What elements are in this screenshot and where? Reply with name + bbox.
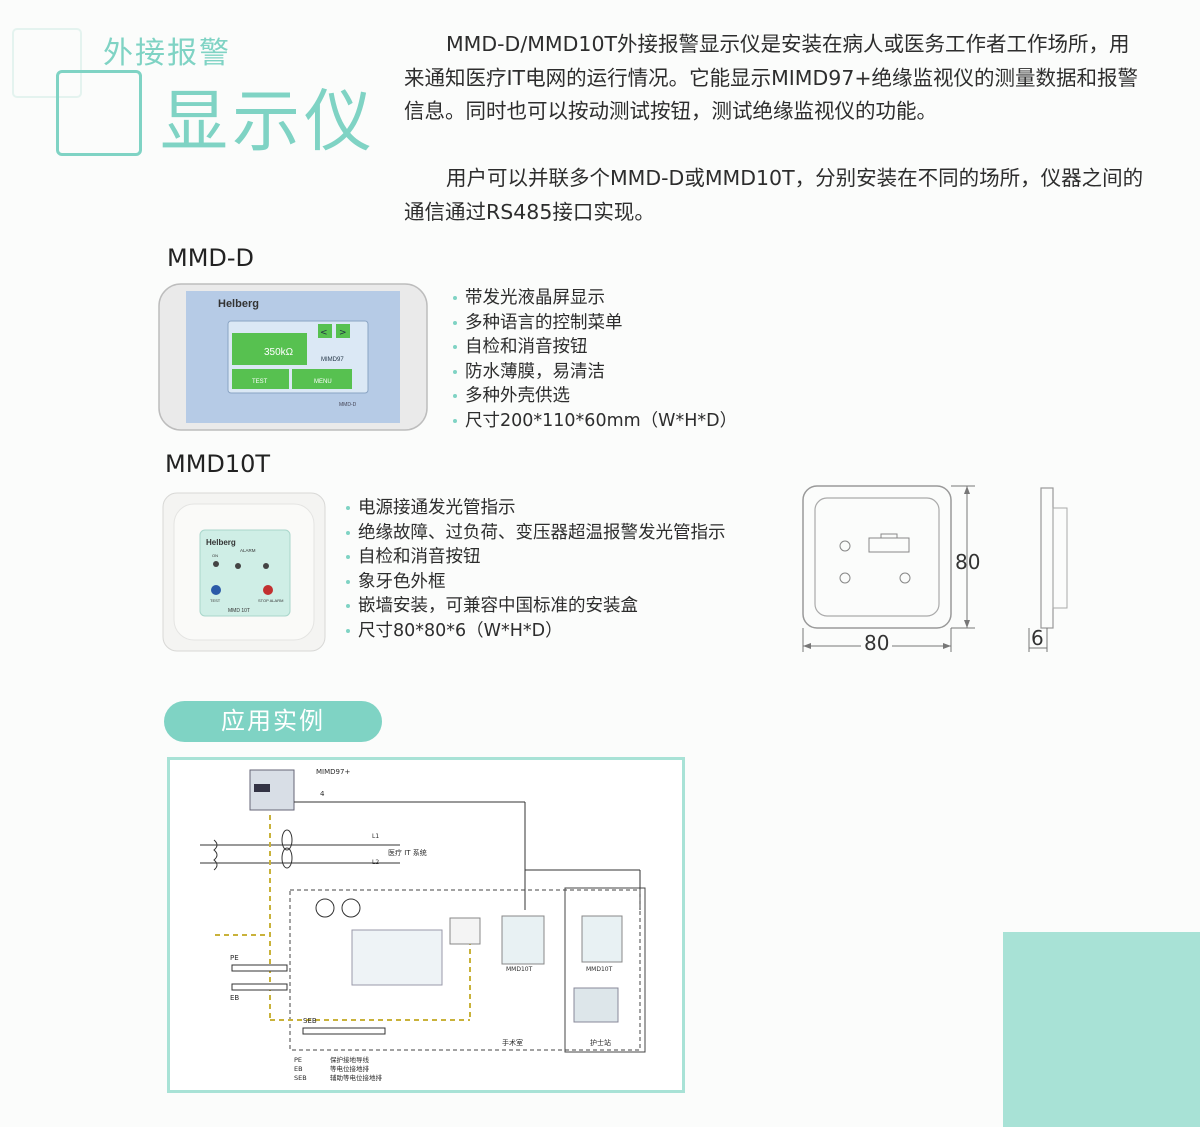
list-item: 绝缘故障、过负荷、变压器超温报警发光管指示 <box>346 521 726 546</box>
list-item: 象牙色外框 <box>346 570 726 595</box>
dim-depth-label: 6 <box>1031 626 1044 650</box>
mmd-d-reading: 350kΩ <box>264 347 294 358</box>
mmd10t-brand: Helberg <box>206 538 236 547</box>
mmd-d-menu-label: MENU <box>314 379 332 385</box>
diagram-mmd10t-b-label: MMD10T <box>586 966 613 973</box>
mmd10t-title: MMD10T <box>165 450 271 478</box>
list-item: 电源接通发光管指示 <box>346 496 726 521</box>
list-item: 多种外壳供选 <box>453 384 737 409</box>
list-item: 嵌墙安装，可兼容中国标准的安装盒 <box>346 594 726 619</box>
header-logo-square <box>56 70 142 156</box>
mmd10t-device-image: Helberg ALARM ON TEST STOP ALARM MMD 10T <box>162 492 326 652</box>
mmd10t-feature-list: 电源接通发光管指示 绝缘故障、过负荷、变压器超温报警发光管指示 自检和消音按钮 … <box>346 496 726 643</box>
mmd10t-model-label: MMD 10T <box>228 608 250 614</box>
list-item: 带发光液晶屏显示 <box>453 286 737 311</box>
mmd10t-on-label: ON <box>212 553 218 558</box>
mmd-d-brand: Helberg <box>218 298 259 310</box>
mmd-d-tag: MMD-D <box>339 402 357 408</box>
diagram-system-label: 医疗 IT 系统 <box>388 849 427 857</box>
diagram-seb-label: SEB <box>303 1017 317 1025</box>
diagram-l2-label: L2 <box>372 859 380 866</box>
mmd-d-feature-list: 带发光液晶屏显示 多种语言的控制菜单 自检和消音按钮 防水薄膜，易清洁 多种外壳… <box>453 286 737 433</box>
diagram-eb-label: EB <box>230 994 240 1002</box>
svg-text:>: > <box>339 328 347 338</box>
mmd10t-alarm-label: ALARM <box>240 548 256 553</box>
decorative-corner-block <box>1003 932 1200 1127</box>
diagram-four-label: 4 <box>320 790 325 798</box>
mmd10t-dimension-drawing: 80 80 6 <box>795 478 1085 660</box>
diagram-l1-label: L1 <box>372 833 380 840</box>
intro-paragraph-1: MMD-D/MMD10T外接报警显示仪是安装在病人或医务工作者工作场所，用来通知… <box>404 32 1139 123</box>
mmd10t-test-label: TEST <box>210 598 221 603</box>
list-item: 自检和消音按钮 <box>453 335 737 360</box>
title-small: 外接报警 <box>103 36 231 71</box>
diagram-pe-label: PE <box>230 954 239 962</box>
diagram-mimd-label: MIMD97+ <box>316 768 351 776</box>
mmd10t-stop-label: STOP ALARM <box>258 598 283 603</box>
header-logo-square-small <box>12 28 82 98</box>
list-item: 尺寸200*110*60mm（W*H*D） <box>453 409 737 434</box>
mmd-d-model: MIMD97 <box>321 357 344 363</box>
list-item: 多种语言的控制菜单 <box>453 311 737 336</box>
list-item: 尺寸80*80*6（W*H*D） <box>346 619 726 644</box>
dim-height-label: 80 <box>955 550 981 574</box>
application-heading: 应用实例 <box>164 701 382 742</box>
svg-text:<: < <box>320 328 328 338</box>
intro-paragraph-2: 用户可以并联多个MMD-D或MMD10T，分别安装在不同的场所，仪器之间的通信通… <box>404 166 1144 224</box>
dim-width-label: 80 <box>861 631 893 655</box>
diagram-room-b-label: 护士站 <box>590 1039 611 1047</box>
mmd-d-title: MMD-D <box>167 244 255 272</box>
mmd-d-device-image: < > Helberg 350kΩ MIMD97 TEST MENU MMD-D <box>158 283 428 431</box>
page-title: 显示仪 <box>160 83 377 162</box>
list-item: 防水薄膜，易清洁 <box>453 360 737 385</box>
diagram-room-a-label: 手术室 <box>502 1039 523 1047</box>
mmd-d-test-label: TEST <box>252 379 268 385</box>
list-item: 自检和消音按钮 <box>346 545 726 570</box>
diagram-mmd10t-a-label: MMD10T <box>506 966 533 973</box>
application-diagram: MIMD97+ 4 L1 L2 医疗 IT 系统 PE EB SEB MMD10… <box>167 757 685 1093</box>
